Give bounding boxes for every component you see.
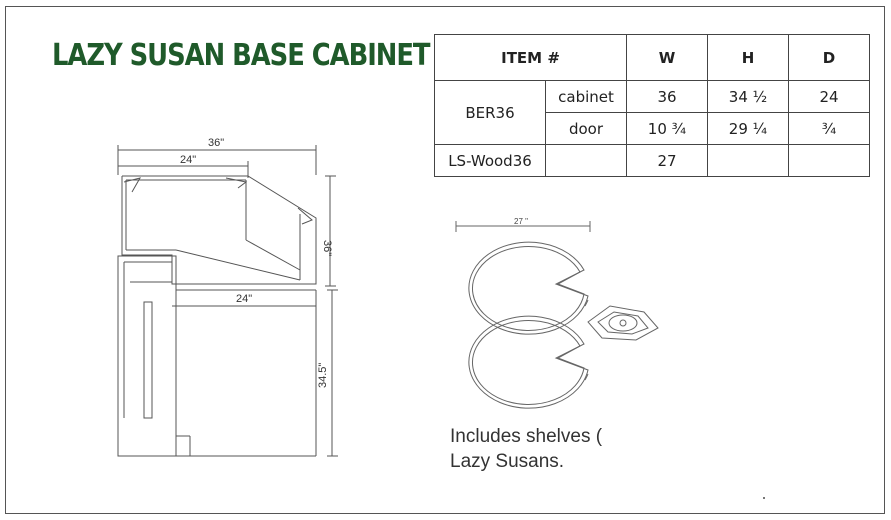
page-frame bbox=[5, 6, 885, 514]
cell-item: BER36 bbox=[434, 80, 546, 145]
dim-side-depth: 36" bbox=[321, 240, 333, 256]
dim-front-width: 24" bbox=[236, 293, 252, 305]
page-title: LAZY SUSAN BASE CABINET bbox=[52, 38, 431, 73]
cell-d: ¾ bbox=[788, 112, 870, 145]
caption-line-1: Includes shelves ( bbox=[450, 426, 603, 447]
header-w: W bbox=[626, 34, 708, 81]
cell-d bbox=[788, 144, 870, 177]
cell-h: 34 ½ bbox=[707, 80, 789, 113]
cell-part: cabinet bbox=[545, 80, 627, 113]
cabinet-drawing: 36" 24" 36" 24" 34.5" bbox=[117, 137, 338, 457]
table-row: LS-Wood36 27 bbox=[434, 144, 870, 177]
dim-top-width: 36" bbox=[208, 137, 224, 149]
cell-h bbox=[707, 144, 789, 177]
dim-height: 34.5" bbox=[317, 363, 329, 388]
caption-line-2: Lazy Susans. bbox=[450, 451, 565, 472]
caption: Includes shelves ( Lazy Susans. bbox=[450, 424, 602, 474]
stray-dot bbox=[763, 497, 765, 499]
dim-top-inner: 24" bbox=[180, 154, 196, 166]
cell-w: 27 bbox=[626, 144, 708, 177]
header-h: H bbox=[707, 34, 789, 81]
dim-lazy-susan: 27 " bbox=[514, 217, 528, 226]
header-item: ITEM # bbox=[434, 34, 627, 81]
cell-part bbox=[545, 144, 627, 177]
header-d: D bbox=[788, 34, 870, 81]
cell-w: 36 bbox=[626, 80, 708, 113]
table-row: BER36 cabinet 36 34 ½ 24 bbox=[434, 80, 870, 145]
cell-w: 10 ¾ bbox=[626, 112, 708, 145]
cell-h: 29 ¼ bbox=[707, 112, 789, 145]
cell-item: LS-Wood36 bbox=[434, 144, 546, 177]
cell-part: door bbox=[545, 112, 627, 145]
table-header-row: ITEM # W H D bbox=[434, 34, 870, 81]
cell-d: 24 bbox=[788, 80, 870, 113]
lazy-susan-drawing: 27 " bbox=[455, 217, 659, 409]
spec-table: ITEM # W H D BER36 cabinet 36 34 ½ 24 do… bbox=[434, 34, 870, 177]
